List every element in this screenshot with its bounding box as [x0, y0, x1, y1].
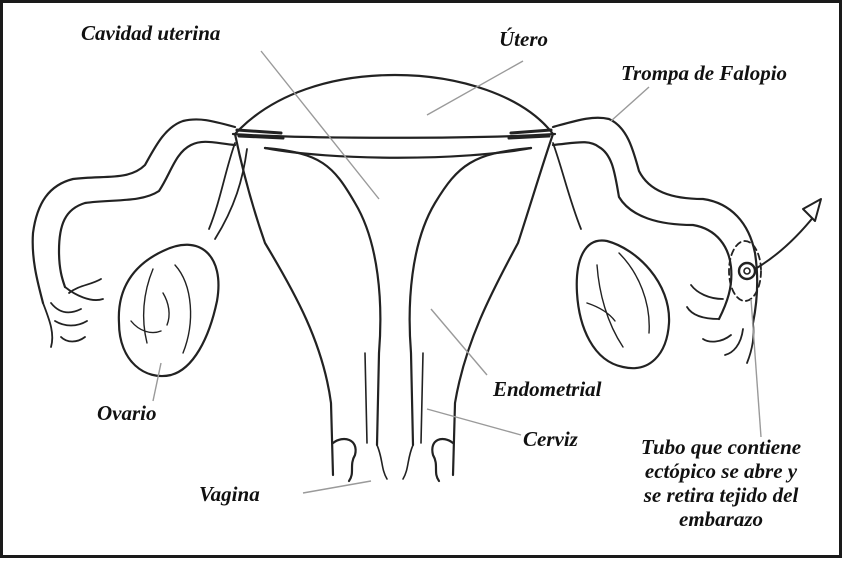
leader-ectopic	[751, 299, 761, 437]
ectopic-note-line-4: embarazo	[601, 507, 841, 531]
opening-arrow	[755, 215, 815, 269]
fimbria-right	[687, 285, 754, 363]
vagina-fold-left	[333, 439, 356, 481]
ovary-left-texture	[131, 265, 191, 353]
leader-cervix	[427, 409, 521, 435]
ovarian-ligament-right	[553, 143, 581, 229]
leader-ovary	[153, 363, 161, 401]
leader-uterus	[427, 61, 523, 115]
ectopic-sac-inner	[744, 268, 750, 274]
uterus-outer-right	[453, 134, 553, 475]
label-fallopian-tube: Trompa de Falopio	[621, 63, 787, 84]
ovarian-ligament-left	[209, 143, 235, 229]
label-cervix: Cerviz	[523, 429, 578, 450]
label-ovary: Ovario	[97, 403, 157, 424]
leader-cavity	[261, 51, 379, 199]
label-uterine-cavity: Cavidad uterina	[81, 23, 220, 44]
ectopic-sac	[739, 263, 755, 279]
ectopic-note-line-2: ectópico se abre y	[601, 459, 841, 483]
fimbria-left	[43, 279, 103, 347]
ovary-right-texture	[587, 253, 649, 347]
endometrium-left	[265, 148, 380, 445]
vagina-fold-right	[432, 439, 453, 481]
fallopian-right-lower	[553, 142, 731, 319]
leader-endometrial	[431, 309, 487, 375]
cervix-canal-right	[421, 353, 423, 443]
label-endometrial: Endometrial	[493, 379, 602, 400]
ectopic-note-line-1: Tubo que contiene	[601, 435, 841, 459]
opening-arrowhead	[803, 199, 821, 221]
ectopic-note: Tubo que contiene ectópico se abre y se …	[601, 435, 841, 531]
ectopic-note-line-3: se retira tejido del	[601, 483, 841, 507]
vagina-fold-inner	[377, 445, 413, 479]
leader-fallopian	[611, 87, 649, 121]
cervix-canal-left	[365, 353, 367, 443]
endometrium-top	[265, 148, 531, 158]
uterus-fundus	[235, 75, 553, 134]
label-uterus: Útero	[499, 29, 548, 50]
leader-vagina	[303, 481, 371, 493]
label-vagina: Vagina	[199, 484, 260, 505]
uterus-outer-left	[235, 134, 333, 475]
fallopian-left-upper	[33, 119, 235, 303]
